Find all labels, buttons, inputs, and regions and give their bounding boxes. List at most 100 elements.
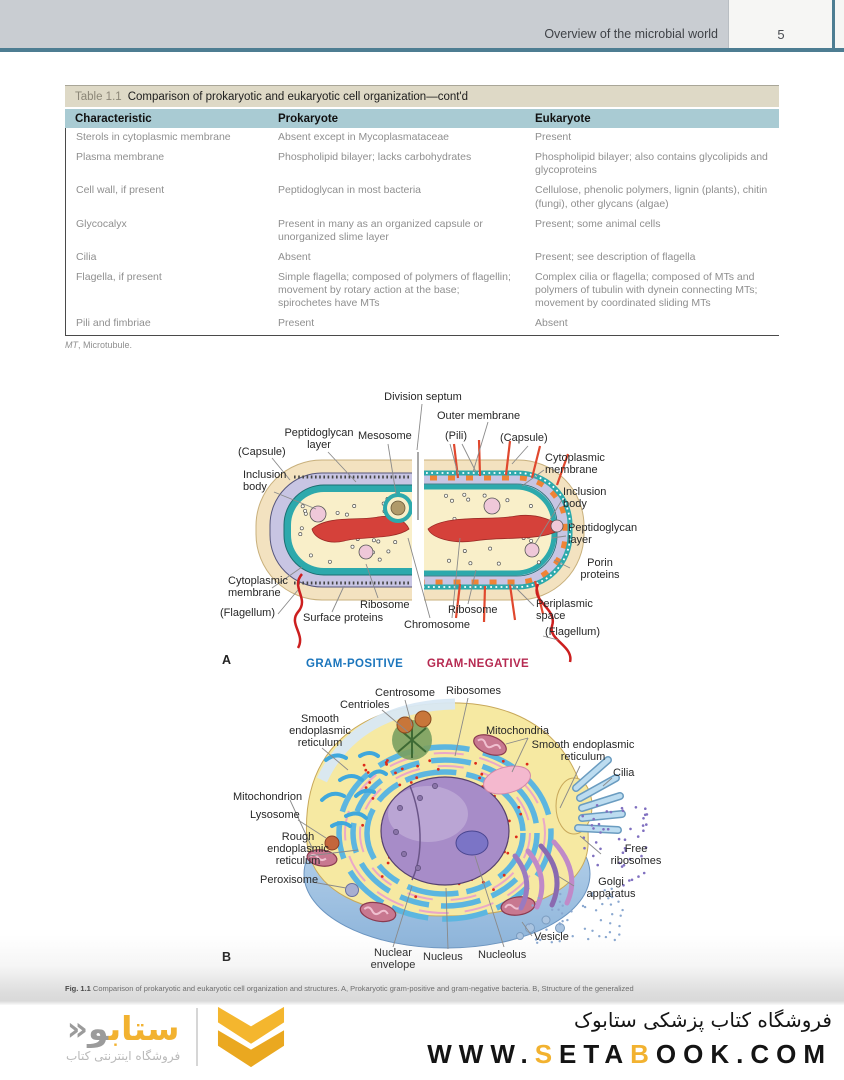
label-cilia: Cilia: [613, 767, 635, 779]
table-row: Sterols in cytoplasmic membrane Absent e…: [66, 128, 779, 148]
pink-vacuole: [483, 765, 531, 795]
table-cell: Pili and fimbriae: [76, 317, 151, 330]
label-capsule-right: (Capsule): [500, 432, 548, 444]
inclusion-bodies: [309, 497, 564, 560]
wordmark-gray: و: [88, 1008, 109, 1048]
label-centrosome: Centrosome: [375, 687, 435, 699]
table-cell: Simple flagella; composed of polymers of…: [278, 271, 511, 310]
url-s-highlight: S: [534, 1039, 560, 1069]
table-cell: Peptidoglycan in most bacteria: [278, 184, 421, 197]
setabook-chevron-logo-icon: [218, 1006, 285, 1068]
nucleus-structure: [380, 776, 510, 886]
table-cell: Phospholipid bilayer; lacks carbohydrate…: [278, 151, 472, 164]
col-header-characteristic: Characteristic: [75, 113, 152, 125]
label-capsule-left: (Capsule): [238, 446, 286, 458]
label-nucleus: Nucleus: [423, 951, 475, 964]
label-pili: (Pili): [445, 430, 467, 442]
table-cell: Sterols in cytoplasmic membrane: [76, 131, 231, 143]
table-row: Glycocalyx Present in many as an organiz…: [66, 215, 779, 248]
label-nucleolus: Nucleolus: [478, 949, 538, 962]
url-b-highlight: B: [630, 1039, 656, 1069]
table-title: Comparison of prokaryotic and eukaryotic…: [127, 91, 469, 103]
label-mesosome: Mesosome: [358, 430, 412, 442]
footnote-text: , Microtubule.: [78, 339, 133, 350]
label-ribosome-left: Ribosome: [360, 599, 410, 611]
prokaryote-cell-illustration: [255, 439, 585, 663]
col-header-eukaryote: Eukaryote: [535, 113, 591, 125]
free-ribosome-dots: [581, 804, 649, 887]
table-body: Sterols in cytoplasmic membrane Absent e…: [65, 128, 779, 336]
label-periplasmic-space: Periplasmic space: [536, 598, 593, 622]
label-peptidoglycan-layer-left: Peptidoglycan layer: [284, 427, 354, 451]
division-septum-gap: [412, 450, 424, 608]
logo-divider: [196, 1008, 199, 1066]
figure-1-1: Division septum Outer membrane Peptidogl…: [60, 388, 784, 980]
label-ribosomes: Ribosomes: [446, 685, 502, 697]
table-row: Flagella, if present Simple flagella; co…: [66, 268, 779, 314]
table-cell: Phospholipid bilayer; also contains glyc…: [535, 151, 768, 177]
label-flagellum-left: (Flagellum): [220, 607, 276, 619]
table-row: Cell wall, if present Peptidoglycan in m…: [66, 181, 779, 214]
gram-negative-label: GRAM-NEGATIVE: [427, 658, 530, 670]
label-nuclear-envelope: Nuclear envelope: [362, 947, 424, 972]
panel-letter-a: A: [222, 653, 232, 667]
panel-letter-b: B: [222, 950, 231, 965]
label-smooth-er-right: Smooth endoplasmic reticulum: [531, 739, 635, 763]
table-cell: Cellulose, phenolic polymers, lignin (pl…: [535, 184, 768, 210]
figure-caption: Fig. 1.1 Comparison of prokaryotic and e…: [65, 984, 781, 993]
label-golgi-apparatus: Golgi apparatus: [586, 876, 636, 900]
label-division-septum: Division septum: [384, 391, 462, 403]
golgi-vesicle-stipple: [527, 887, 624, 944]
table-1-1: Table 1.1 Comparison of prokaryotic and e…: [65, 85, 779, 350]
logo-subtitle: فروشگاه اینترنتی کتاب: [66, 1048, 181, 1063]
cilia-fingers: [555, 756, 626, 835]
footnote-abbreviation: MT: [65, 339, 78, 350]
table-cell: Present: [278, 317, 315, 330]
footer-tagline: فروشگاه کتاب پزشکی ستابوک: [574, 1008, 832, 1032]
table-cell: Cilia: [76, 250, 97, 263]
label-rough-er: Rough endoplasmic reticulum: [267, 831, 329, 867]
label-smooth-er-left: Smooth endoplasmic reticulum: [289, 713, 351, 749]
mitochondria-shapes: [306, 734, 536, 923]
wordmark-yellow: ستاب: [108, 1008, 180, 1048]
label-flagellum-right: (Flagellum): [545, 626, 601, 638]
figure-caption-text: Comparison of prokaryotic and eukaryotic…: [90, 984, 634, 993]
page-number: 5: [777, 27, 785, 42]
label-cytoplasmic-membrane-right: Cytoplasmic membrane: [545, 452, 605, 476]
table-cell: Absent: [278, 250, 311, 263]
table-cell: Present; some animal cells: [535, 217, 661, 230]
cell-illustrations: [255, 403, 649, 950]
page-bottom-shading: [0, 935, 844, 1005]
running-header-title: Overview of the microbial world: [544, 27, 718, 41]
figure-caption-label: Fig. 1.1: [65, 984, 91, 993]
col-header-prokaryote: Prokaryote: [278, 113, 339, 125]
table-cell: Absent except in Mycoplasmataceae: [278, 131, 450, 143]
chromosome-left: [311, 515, 410, 543]
smooth-er-squiggles: [320, 751, 388, 828]
table-header-row: Characteristic Prokaryote Eukaryote: [65, 107, 779, 128]
table-title-bar: Table 1.1 Comparison of prokaryotic and e…: [65, 85, 779, 107]
footer-text-block: فروشگاه کتاب پزشکی ستابوک WWW.SETABOOK.C…: [392, 1008, 832, 1070]
header-accent-rule: [0, 48, 844, 52]
table-number: Table 1.1: [75, 91, 122, 103]
table-cell: Present; see description of flagella: [535, 250, 696, 263]
header-accent-vertical-rule: [832, 0, 835, 48]
label-mitochondrion: Mitochondrion: [233, 791, 303, 803]
gram-positive-label: GRAM-POSITIVE: [306, 658, 404, 670]
label-lysosome: Lysosome: [250, 809, 300, 821]
table-cell: Cell wall, if present: [76, 184, 165, 197]
setabook-wordmark: ستابو«: [66, 1012, 180, 1045]
label-cytoplasmic-membrane-left: Cytoplasmic membrane: [228, 575, 288, 599]
table-cell: Present: [535, 131, 572, 143]
flagellum-left-line: [293, 573, 304, 649]
nucleolus-shape: [455, 830, 489, 856]
table-cell: Glycocalyx: [76, 217, 127, 230]
label-inclusion-body-left: Inclusion body: [243, 469, 287, 493]
label-free-ribosomes: Free ribosomes: [610, 843, 662, 867]
footer-url: WWW.SETABOOK.COM: [392, 1039, 832, 1070]
table-footnote: MT, Microtubule.: [65, 336, 779, 350]
label-vesicle: Vesicle: [534, 931, 580, 944]
url-rest: OOK.COM: [655, 1039, 832, 1069]
label-inclusion-body-right: Inclusion body: [563, 486, 607, 510]
